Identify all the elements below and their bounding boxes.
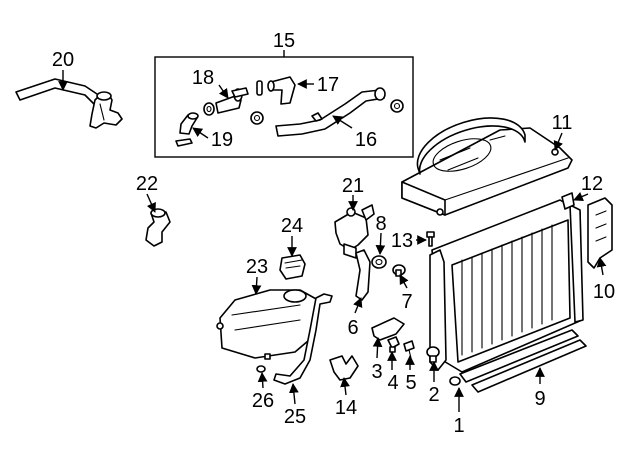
callout-7: 7: [401, 291, 412, 313]
callout-22: 22: [136, 173, 158, 195]
callout-4: 4: [387, 372, 398, 394]
plug-7-part: [392, 264, 406, 277]
callout-3: 3: [371, 361, 382, 383]
callout-6: 6: [347, 317, 358, 339]
callout-23: 23: [246, 256, 268, 278]
callout-20: 20: [52, 49, 74, 71]
callout-9: 9: [534, 388, 545, 410]
expansion-tank-part: [216, 289, 319, 360]
bolt-13-part: [426, 231, 435, 247]
callout-5: 5: [405, 372, 416, 394]
clip-26-part: [256, 365, 266, 373]
callout-24: 24: [281, 215, 303, 237]
clamp-ring-part: [203, 102, 215, 116]
callout-labels: 20 15 18 17 19 16 22 11 12 10 9 13 21 8 …: [52, 30, 615, 437]
bracket-12-part: [561, 192, 575, 210]
clamp-ring-2-part: [250, 111, 264, 125]
hose-18-part: [215, 87, 249, 114]
callout-13: 13: [391, 230, 413, 252]
overflow-hose-part: [273, 293, 333, 385]
callout-21: 21: [342, 175, 364, 197]
clamp-ring-3-part: [390, 99, 404, 113]
small-bolt-part: [256, 80, 263, 96]
callout-10: 10: [593, 281, 615, 303]
callout-25: 25: [284, 406, 306, 428]
callout-12: 12: [581, 173, 603, 195]
radiator-seal-part: [471, 339, 587, 393]
hose-19-part: [175, 112, 199, 147]
callout-leaders: [58, 70, 607, 412]
callout-11: 11: [552, 112, 573, 134]
callout-2: 2: [428, 384, 439, 406]
thermostat-housing-part: [334, 204, 375, 259]
elbow-hose-17-part: [267, 76, 296, 105]
callout-16: 16: [355, 129, 377, 151]
callout-19: 19: [211, 129, 233, 151]
bracket-3-part: [371, 317, 405, 341]
seal-8-part: [371, 255, 387, 269]
callout-18: 18: [192, 67, 214, 89]
callout-14: 14: [335, 397, 357, 419]
radiator-hose-16-part: [275, 87, 386, 137]
callout-1: 1: [453, 415, 464, 437]
hose-22-part: [145, 208, 171, 247]
callout-8: 8: [375, 213, 386, 235]
callout-15: 15: [273, 30, 295, 52]
drain-plug-4-part: [387, 336, 400, 353]
bracket-14-part: [329, 355, 359, 381]
fan-shroud-part: [401, 117, 573, 216]
cap-24-part: [279, 254, 306, 280]
callout-26: 26: [252, 390, 274, 412]
bolt-5-part: [403, 340, 415, 359]
bracket-10-part: [587, 197, 613, 269]
callout-17: 17: [317, 74, 339, 96]
heater-hose-part: [15, 78, 123, 129]
bracket-6-part: [355, 249, 371, 301]
